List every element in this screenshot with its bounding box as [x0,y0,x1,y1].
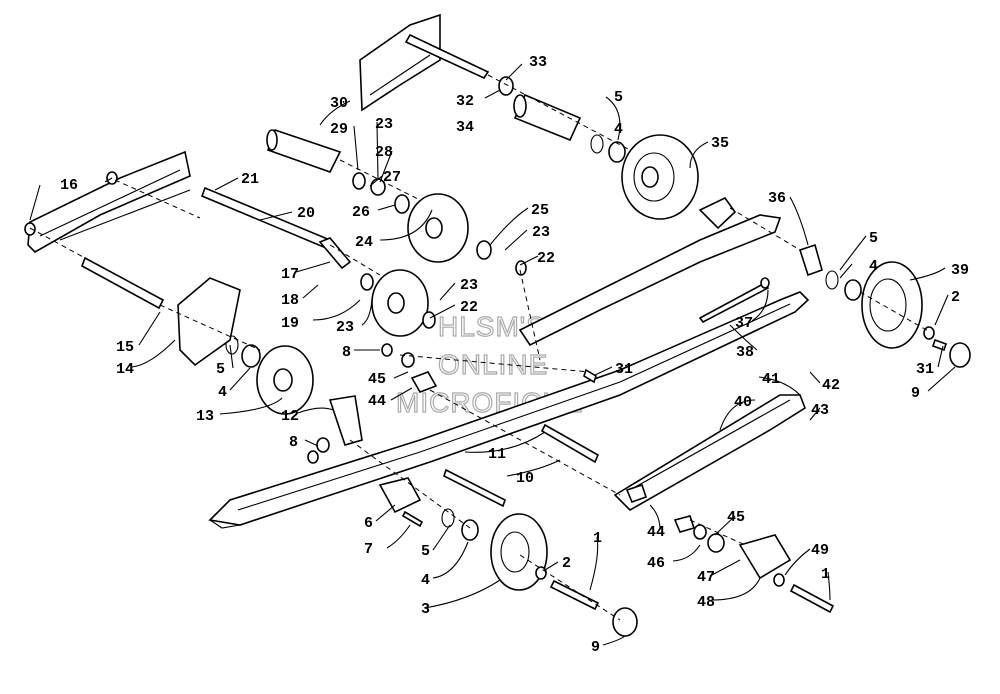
callout-5-right: 5 [869,230,878,247]
callout-11: 11 [488,446,506,463]
alignment-lines [29,74,931,621]
callout-46: 46 [647,555,665,572]
watermark-line-2: ONLINE [438,349,548,380]
callout-29: 29 [330,121,348,138]
callout-2-center: 2 [562,555,571,572]
callout-1-right: 1 [821,566,830,583]
callout-8-lower: 8 [289,434,298,451]
callout-12: 12 [281,408,299,425]
callout-43: 43 [811,402,829,419]
callout-40: 40 [734,394,752,411]
callout-4-left: 4 [218,384,227,401]
callout-31-center: 31 [615,361,633,378]
callout-4-bottom: 4 [421,572,430,589]
callout-33: 33 [529,54,547,71]
idler-wheels [256,134,923,591]
callout-4-top: 4 [614,121,623,138]
callout-23-upper-right: 23 [532,224,550,241]
slide-rail [208,214,810,529]
callout-47: 47 [697,569,715,586]
callout-9-bottom: 9 [591,639,600,656]
callout-38: 38 [736,344,754,361]
callout-49: 49 [811,542,829,559]
callout-23-lower: 23 [336,319,354,336]
callout-5-left: 5 [216,361,225,378]
callout-21: 21 [241,171,259,188]
callout-35: 35 [711,135,729,152]
brackets-arms [177,196,948,614]
callout-41: 41 [762,371,780,388]
callout-48: 48 [697,594,715,611]
callout-34: 34 [456,119,474,136]
callout-18: 18 [281,292,299,309]
callout-31-right: 31 [916,361,934,378]
callout-1-center: 1 [593,530,602,547]
callout-26: 26 [352,204,370,221]
callout-16: 16 [60,177,78,194]
callout-2-right: 2 [951,289,960,306]
callout-9-right: 9 [911,385,920,402]
callout-25: 25 [531,202,549,219]
leader-lines [29,63,956,646]
callout-14: 14 [116,361,134,378]
bearings-washers [24,76,971,637]
chassis-plate-top [359,13,441,112]
callout-39: 39 [951,262,969,279]
callout-30: 30 [330,95,348,112]
callout-5-top: 5 [614,89,623,106]
callout-23-top: 23 [375,116,393,133]
callout-22-lower: 22 [460,299,478,316]
callout-19: 19 [281,315,299,332]
callout-10: 10 [516,470,534,487]
callout-37: 37 [735,315,753,332]
callout-36: 36 [768,190,786,207]
callout-28: 28 [375,144,393,161]
callout-44-upper: 44 [368,393,386,410]
callout-8-upper: 8 [342,344,351,361]
callout-27: 27 [383,169,401,186]
callout-32: 32 [456,93,474,110]
callout-45-lower: 45 [727,509,745,526]
callout-13: 13 [196,408,214,425]
callout-42: 42 [822,377,840,394]
callout-5-bottom: 5 [421,543,430,560]
callout-17: 17 [281,266,299,283]
callout-4-right: 4 [869,258,878,275]
callout-3: 3 [421,601,430,618]
chassis-plate-left [27,150,191,253]
callout-23-mid: 23 [460,277,478,294]
callout-labels: 33 30 32 34 5 4 35 29 23 28 27 16 21 26 … [60,54,969,656]
callout-44-lower: 44 [647,524,665,541]
callout-15: 15 [116,339,134,356]
callout-6: 6 [364,515,373,532]
callout-7: 7 [364,541,373,558]
callout-24: 24 [355,234,373,251]
callout-22-upper: 22 [537,250,555,267]
callout-45-upper: 45 [368,371,386,388]
callout-20: 20 [297,205,315,222]
